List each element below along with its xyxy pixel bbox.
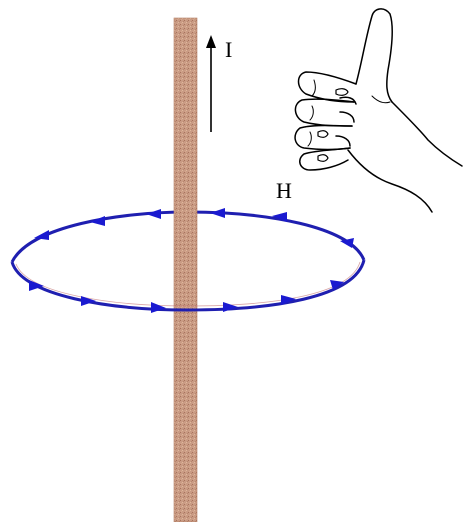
field-arrowhead bbox=[151, 302, 166, 313]
arrow-up-icon bbox=[206, 35, 216, 132]
field-arrowheads-front bbox=[29, 280, 344, 313]
field-arrowhead bbox=[210, 208, 225, 218]
field-arrowhead bbox=[81, 296, 96, 306]
current-label: I bbox=[225, 37, 232, 62]
wire bbox=[173, 17, 198, 522]
field-arrowhead bbox=[340, 238, 354, 248]
field-loop-front bbox=[10, 259, 366, 312]
field-arrowhead bbox=[330, 280, 344, 290]
field-arrowhead bbox=[272, 212, 287, 222]
field-arrowhead bbox=[34, 230, 49, 240]
field-arrowhead bbox=[223, 302, 238, 312]
right-hand-thumbs-up-icon bbox=[294, 8, 463, 213]
field-label: H bbox=[276, 178, 292, 203]
field-arrowhead bbox=[281, 295, 296, 305]
field-arrowheads-back bbox=[34, 208, 354, 248]
field-arrowhead bbox=[146, 209, 161, 219]
field-arrowhead bbox=[29, 280, 44, 291]
field-arrowhead bbox=[90, 216, 105, 226]
